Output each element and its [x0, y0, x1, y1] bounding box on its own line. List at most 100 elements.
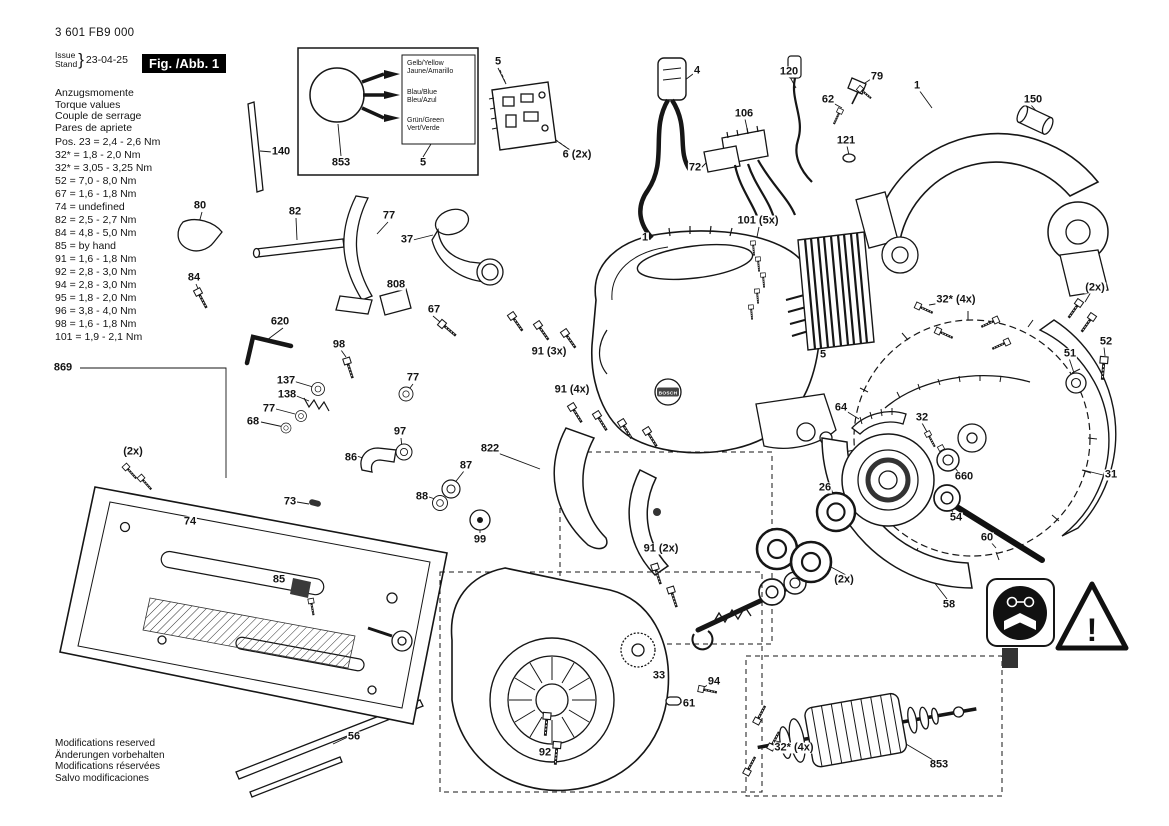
warning-triangle-icon [1055, 581, 1129, 651]
wire-label-line1: Gelb/Yellow [407, 60, 444, 67]
part-label-64: 64 [833, 401, 849, 414]
part-label-101-5x: 101 (5x) [736, 214, 780, 227]
part-label-52: 52 [1098, 335, 1114, 348]
part-label-77: 77 [261, 402, 277, 415]
part-label-106: 106 [733, 107, 755, 120]
part-label-73: 73 [282, 495, 298, 508]
figure-label: Fig. /Abb. 1 [142, 54, 227, 73]
part-label-67: 67 [426, 303, 442, 316]
part-label-77: 77 [405, 371, 421, 384]
wire-label-line2: Vert/Verde [407, 125, 440, 132]
part-label-869: 869 [52, 361, 74, 374]
part-label-26: 26 [817, 481, 833, 494]
part-label-91-4x: 91 (4x) [553, 383, 591, 396]
footer-line: Änderungen vorbehalten [55, 749, 165, 761]
torque-title: Torque values [55, 98, 121, 111]
part-label-620: 620 [269, 315, 291, 328]
part-label-68: 68 [245, 415, 261, 428]
part-label-97: 97 [392, 425, 408, 438]
torque-entry: Pos. 23 = 2,4 - 2,6 Nm [55, 136, 161, 148]
upper-guard-drawing [855, 105, 1109, 409]
part-label-33: 33 [651, 669, 667, 682]
part-label-62: 62 [820, 93, 836, 106]
part-label-2x: (2x) [1084, 281, 1106, 294]
torque-entry: 98 = 1,6 - 1,8 Nm [55, 318, 137, 330]
part-label-4: 4 [692, 64, 702, 77]
warning-exclamation: ! [1087, 612, 1098, 648]
part-label-91-3x: 91 (3x) [530, 345, 568, 358]
part-label-140: 140 [270, 145, 292, 158]
part-label-37: 37 [399, 233, 415, 246]
part-label-5: 5 [493, 55, 503, 68]
part-label-51: 51 [1062, 347, 1078, 360]
torque-entry: 91 = 1,6 - 1,8 Nm [55, 253, 137, 265]
bosch-logo-text: BOSCH [659, 391, 678, 397]
safety-icons: ! [986, 578, 1129, 651]
part-label-91-2x: 91 (2x) [642, 542, 680, 555]
part-label-87: 87 [458, 459, 474, 472]
part-label-137: 137 [275, 374, 297, 387]
part-label-808: 808 [385, 278, 407, 291]
part-label-5: 5 [418, 156, 428, 169]
issue-brace: } [78, 50, 84, 69]
torque-entry: 74 = undefined [55, 201, 125, 213]
torque-entry: 95 = 1,8 - 2,0 Nm [55, 292, 137, 304]
part-label-61: 61 [681, 697, 697, 710]
wiring-legend-inset [297, 47, 479, 176]
part-label-1: 1 [912, 79, 922, 92]
part-label-84: 84 [186, 271, 202, 284]
part-label-54: 54 [948, 511, 964, 524]
part-label-56: 56 [346, 730, 362, 743]
footer-line: Modifications réservées [55, 761, 161, 772]
torque-entry: 32* = 1,8 - 2,0 Nm [55, 149, 141, 161]
torque-entry: 96 = 3,8 - 4,0 Nm [55, 305, 137, 317]
stand-label: Stand [55, 59, 78, 69]
part-label-150: 150 [1022, 93, 1044, 106]
torque-entry: 92 = 2,8 - 3,0 Nm [55, 266, 137, 278]
part-label-99: 99 [472, 533, 488, 546]
torque-title: Pares de apriete [55, 121, 133, 134]
part-label-86: 86 [343, 451, 359, 464]
part-label-822: 822 [479, 442, 501, 455]
upper-left-parts-drawing [166, 195, 504, 531]
part-label-98: 98 [331, 338, 347, 351]
torsion-rod-drawing [949, 501, 1045, 563]
part-label-60: 60 [979, 531, 995, 544]
issue-block: Issue Stand } 23-04-25 [55, 50, 128, 70]
part-label-77: 77 [381, 209, 397, 222]
part-label-138: 138 [276, 388, 298, 401]
part-label-82: 82 [287, 205, 303, 218]
part-label-92: 92 [537, 746, 553, 759]
wire-label-line2: Bleu/Azul [407, 97, 437, 104]
part-label-32-4x: 32* (4x) [773, 741, 815, 754]
torque-entry: 52 = 7,0 - 8,0 Nm [55, 175, 137, 187]
footer-line: Modifications reserved [55, 738, 156, 749]
wire-label-line1: Grün/Green [407, 117, 444, 124]
part-label-80: 80 [192, 199, 208, 212]
heatsink-drawing [797, 231, 875, 351]
part-label-853: 853 [330, 156, 352, 169]
torque-entry: 94 = 2,8 - 3,0 Nm [55, 279, 137, 291]
part-label-31: 31 [1103, 468, 1119, 481]
part-label-85: 85 [271, 573, 287, 586]
part-label-660: 660 [953, 470, 975, 483]
wire-label-line1: Blau/Blue [407, 89, 437, 96]
part-label-58: 58 [941, 598, 957, 611]
torque-title: Anzugsmomente [55, 87, 134, 99]
issue-label: Issue [55, 49, 76, 60]
gear-housing-drawing [439, 567, 763, 793]
torque-entry: 101 = 1,9 - 2,1 Nm [55, 331, 143, 343]
torque-entry: 67 = 1,6 - 1,8 Nm [55, 188, 137, 200]
torque-entry: 32* = 3,05 - 3,25 Nm [55, 162, 153, 174]
part-label-121: 121 [835, 134, 857, 147]
part-label-79: 79 [869, 70, 885, 83]
part-label-32-4x: 32* (4x) [935, 293, 977, 306]
footer-line: Salvo modificaciones [55, 772, 149, 784]
